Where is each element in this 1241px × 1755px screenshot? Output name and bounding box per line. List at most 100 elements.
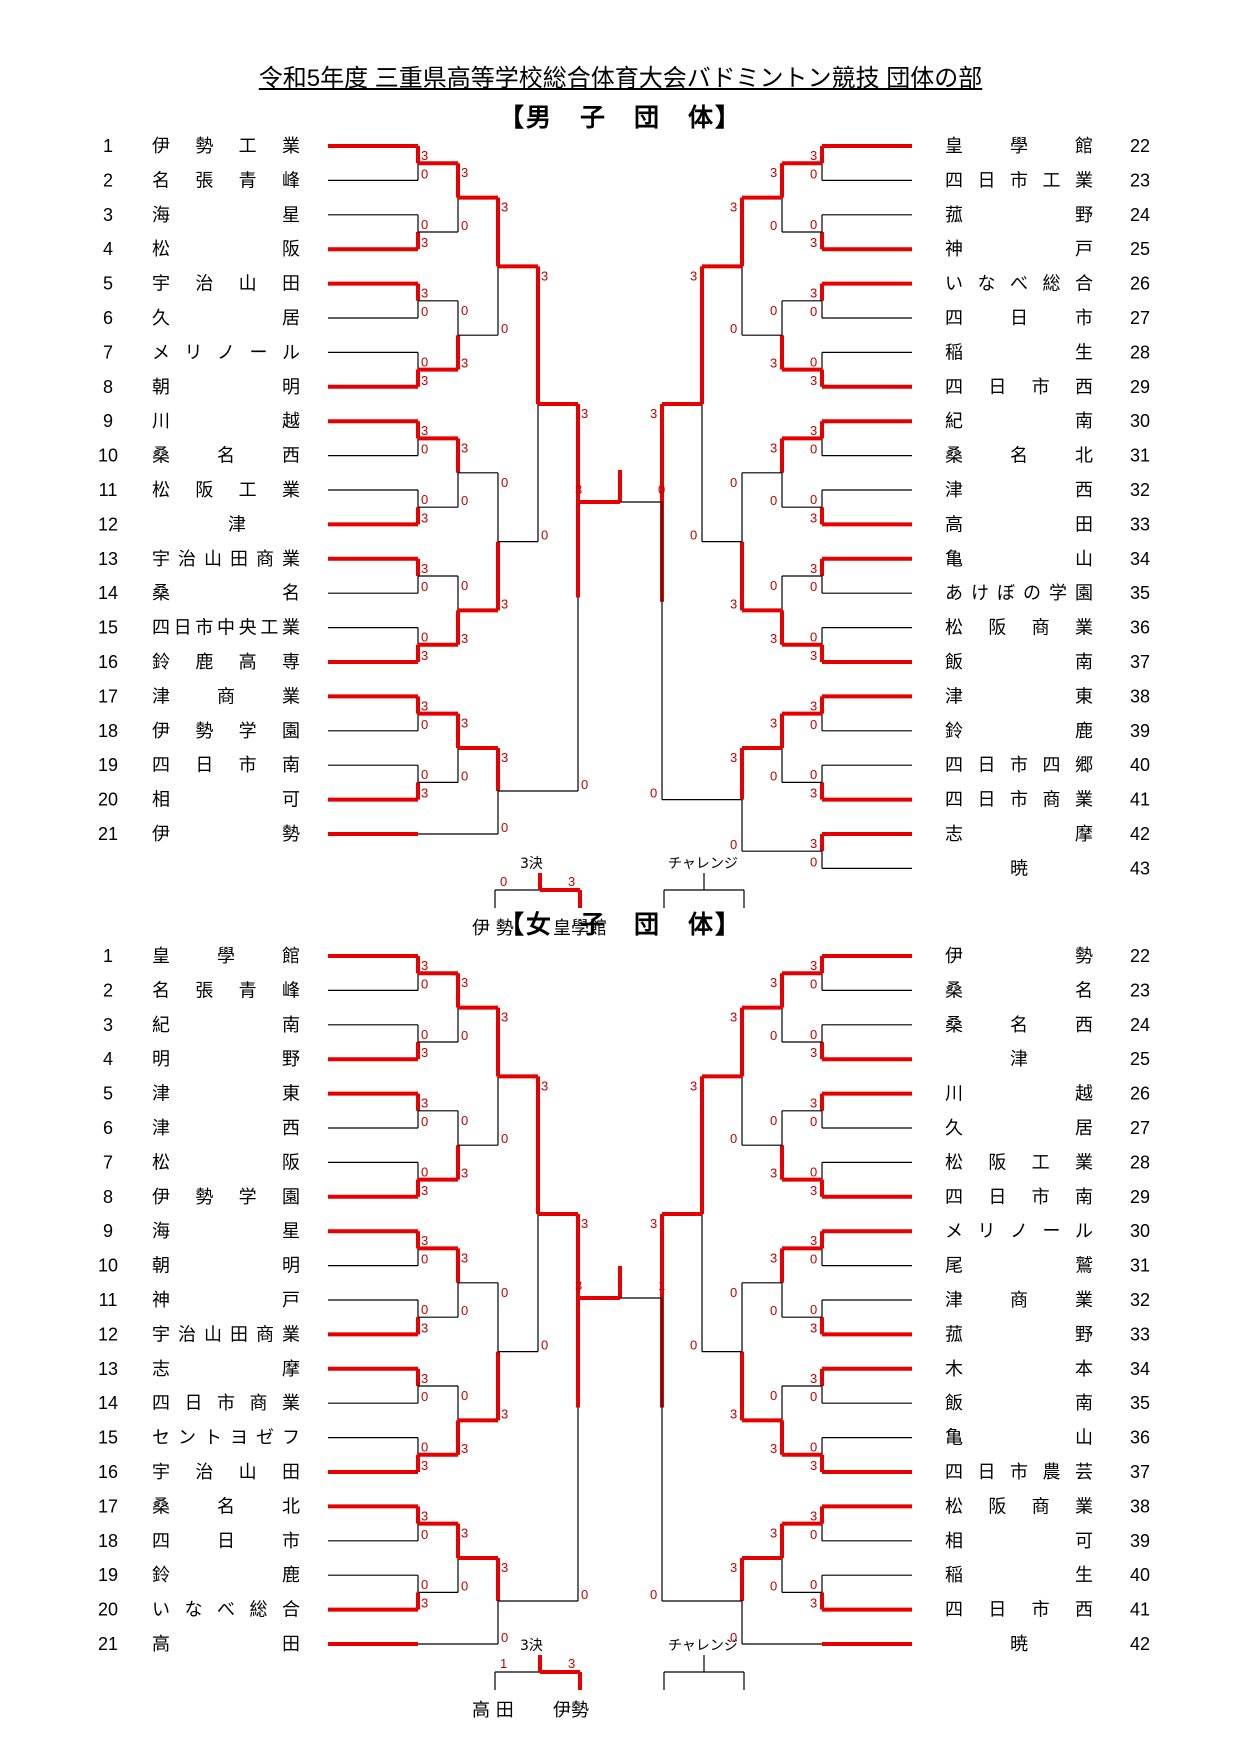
- team-name: 津 西: [152, 1118, 300, 1139]
- match-score: 0: [770, 493, 777, 508]
- match-score: 0: [810, 1252, 817, 1267]
- match-score: 0: [650, 1587, 657, 1602]
- team-number: 34: [1130, 1359, 1150, 1379]
- team-name: 伊 勢 学 園: [152, 1187, 300, 1208]
- team-number: 41: [1130, 790, 1150, 810]
- team-name: 松 阪: [152, 239, 300, 260]
- match-score: 3: [421, 148, 428, 163]
- match-score: 1: [500, 1656, 507, 1671]
- match-score: 3: [568, 1656, 575, 1671]
- team-number: 2: [103, 980, 113, 1000]
- match-score: 0: [421, 492, 428, 507]
- team-number: 16: [98, 1462, 118, 1482]
- match-score: 3: [461, 165, 468, 180]
- team-name: 川越: [945, 1084, 1093, 1105]
- match-score: 0: [501, 321, 508, 336]
- team-name: 高田: [945, 514, 1093, 535]
- team-number: 8: [103, 1187, 113, 1207]
- team-name: 宇治山田商業: [152, 1324, 300, 1345]
- team-number: 35: [1130, 1393, 1150, 1413]
- team-number: 31: [1130, 1256, 1150, 1276]
- match-score: 0: [810, 442, 817, 457]
- team-name: 神戸: [945, 239, 1093, 260]
- match-score: 3: [421, 1096, 428, 1111]
- team-number: 29: [1130, 377, 1150, 397]
- match-score: 0: [501, 1131, 508, 1146]
- match-score: 0: [690, 528, 697, 543]
- team-number: 11: [99, 480, 118, 500]
- match-score: 3: [810, 1320, 817, 1335]
- team-number: 16: [98, 652, 118, 672]
- match-score: 0: [421, 717, 428, 732]
- match-score: 0: [810, 630, 817, 645]
- match-score: 3: [581, 1216, 588, 1231]
- match-score: 3: [690, 1078, 697, 1093]
- team-number: 13: [98, 549, 118, 569]
- team-number: 6: [103, 1118, 113, 1138]
- team-name: 海 星: [152, 1221, 300, 1242]
- match-score: 0: [810, 854, 817, 869]
- third-place-team: 皇學館: [553, 918, 607, 939]
- team-number: 36: [1130, 618, 1150, 638]
- team-number: 11: [99, 1290, 118, 1310]
- match-score: 3: [461, 356, 468, 371]
- team-name: 朝 明: [152, 1256, 300, 1277]
- match-score: 0: [421, 1527, 428, 1542]
- match-score: 3: [461, 1526, 468, 1541]
- match-score: 0: [581, 1587, 588, 1602]
- match-score: 0: [810, 767, 817, 782]
- match-score: 3: [421, 235, 428, 250]
- team-name: 鈴 鹿 高 専: [152, 652, 300, 673]
- team-number: 24: [1130, 205, 1150, 225]
- match-score: 3: [770, 1166, 777, 1181]
- match-score: 3: [810, 373, 817, 388]
- match-score: 0: [770, 768, 777, 783]
- match-score: 3: [421, 1233, 428, 1248]
- match-score: 3: [810, 1458, 817, 1473]
- third-place-team: 高 田: [472, 1700, 514, 1721]
- team-name: 明 野: [152, 1049, 300, 1070]
- match-score: 0: [421, 579, 428, 594]
- team-name: 亀山: [945, 1428, 1093, 1449]
- team-number: 17: [98, 1496, 118, 1516]
- match-score: 0: [730, 1630, 737, 1645]
- team-name: 名 張 青 峰: [152, 980, 300, 1001]
- match-score: 0: [730, 475, 737, 490]
- match-score: 3: [810, 561, 817, 576]
- team-number: 28: [1130, 1152, 1150, 1172]
- match-score: 3: [575, 1278, 582, 1293]
- team-number: 21: [98, 1634, 118, 1654]
- challenge-label: チャレンジ: [668, 1638, 738, 1654]
- team-number: 38: [1130, 1496, 1150, 1516]
- team-number: 36: [1130, 1428, 1150, 1448]
- team-number: 9: [103, 1221, 113, 1241]
- team-number: 22: [1130, 136, 1150, 156]
- match-score: 3: [501, 1406, 508, 1421]
- team-number: 42: [1130, 1634, 1150, 1654]
- team-number: 32: [1130, 480, 1150, 500]
- team-number: 5: [103, 1084, 113, 1104]
- match-score: 3: [421, 1320, 428, 1335]
- match-score: 3: [810, 786, 817, 801]
- team-name: 四日市農芸: [945, 1462, 1093, 1483]
- team-name: 志摩: [945, 824, 1093, 845]
- match-score: 3: [541, 268, 548, 283]
- team-number: 17: [98, 686, 118, 706]
- match-score: 3: [501, 750, 508, 765]
- match-score: 0: [541, 1338, 548, 1353]
- match-score: 0: [421, 1302, 428, 1317]
- match-score: 0: [810, 217, 817, 232]
- match-score: 0: [810, 1114, 817, 1129]
- match-score: 3: [421, 1508, 428, 1523]
- match-score: 0: [421, 1252, 428, 1267]
- match-score: 0: [770, 303, 777, 318]
- team-number: 39: [1130, 1531, 1150, 1551]
- team-name: 伊勢: [945, 946, 1093, 967]
- team-name: 四日市中央工業: [152, 618, 300, 639]
- team-name: 久居: [945, 1118, 1093, 1139]
- team-number: 28: [1130, 342, 1150, 362]
- team-name: 桑 名: [152, 583, 300, 604]
- match-score: 3: [810, 836, 817, 851]
- match-score: 3: [810, 235, 817, 250]
- team-name: 津 東: [152, 1084, 300, 1105]
